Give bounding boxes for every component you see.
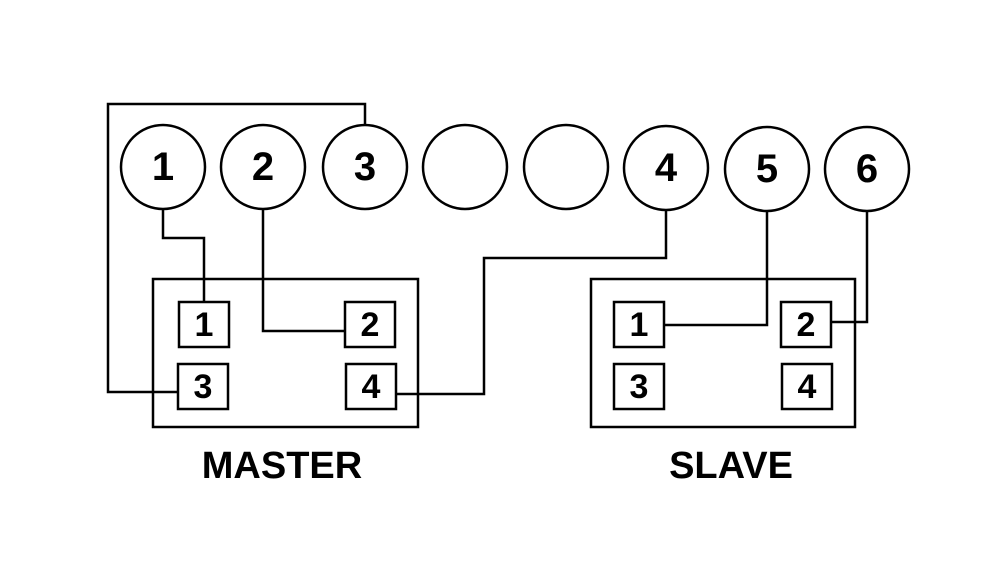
circle-3: 3 [321, 123, 409, 211]
slave-terminal-1-label: 1 [630, 306, 649, 344]
master-terminal-2: 2 [343, 300, 397, 349]
slave-panel [589, 277, 857, 429]
slave-terminal-4: 4 [780, 362, 834, 411]
master-terminal-1-label: 1 [195, 306, 214, 344]
circle-1: 1 [119, 123, 207, 211]
circle-2-label: 2 [252, 145, 274, 189]
circle-7: 5 [723, 125, 811, 213]
master-caption: MASTER [202, 445, 362, 487]
master-terminal-2-label: 2 [361, 306, 380, 344]
master-terminals: 1 2 3 4 [176, 300, 398, 411]
wire-circle5-slave1 [664, 210, 769, 327]
slave-terminal-3-label: 3 [630, 368, 649, 406]
wire-circle3-master3 [106, 102, 367, 394]
wire-circle4-master4 [396, 210, 668, 396]
circle-6: 4 [622, 124, 710, 212]
slave-terminal-1: 1 [612, 300, 666, 349]
circle-row: 1 2 3 4 5 6 [119, 123, 911, 213]
slave-terminal-2-label: 2 [797, 306, 816, 344]
slave-terminal-3: 3 [612, 362, 666, 411]
slave-caption: SLAVE [669, 445, 793, 487]
wire-circle6-slave2 [831, 210, 869, 324]
circle-1-label: 1 [152, 145, 174, 189]
master-terminal-4-label: 4 [362, 368, 381, 406]
circle-8: 6 [823, 125, 911, 213]
wire-circle2-master2 [261, 208, 345, 333]
slave-terminals: 1 2 3 4 [612, 300, 834, 411]
wire-circle1-master1 [161, 208, 206, 302]
circle-4-empty [421, 123, 509, 211]
slave-terminal-4-label: 4 [798, 368, 817, 406]
master-terminal-3-label: 3 [194, 368, 213, 406]
circle-5-empty [522, 123, 610, 211]
circle-3-label: 3 [354, 145, 376, 189]
slave-terminal-2: 2 [779, 300, 833, 349]
master-terminal-3: 3 [176, 362, 230, 411]
wires [106, 102, 869, 396]
circle-2: 2 [219, 123, 307, 211]
master-terminal-1: 1 [177, 300, 231, 349]
circle-6-label: 4 [655, 146, 678, 190]
circle-8-label: 6 [856, 147, 878, 191]
circle-7-label: 5 [756, 147, 778, 191]
master-terminal-4: 4 [344, 362, 398, 411]
master-panel [151, 277, 420, 429]
